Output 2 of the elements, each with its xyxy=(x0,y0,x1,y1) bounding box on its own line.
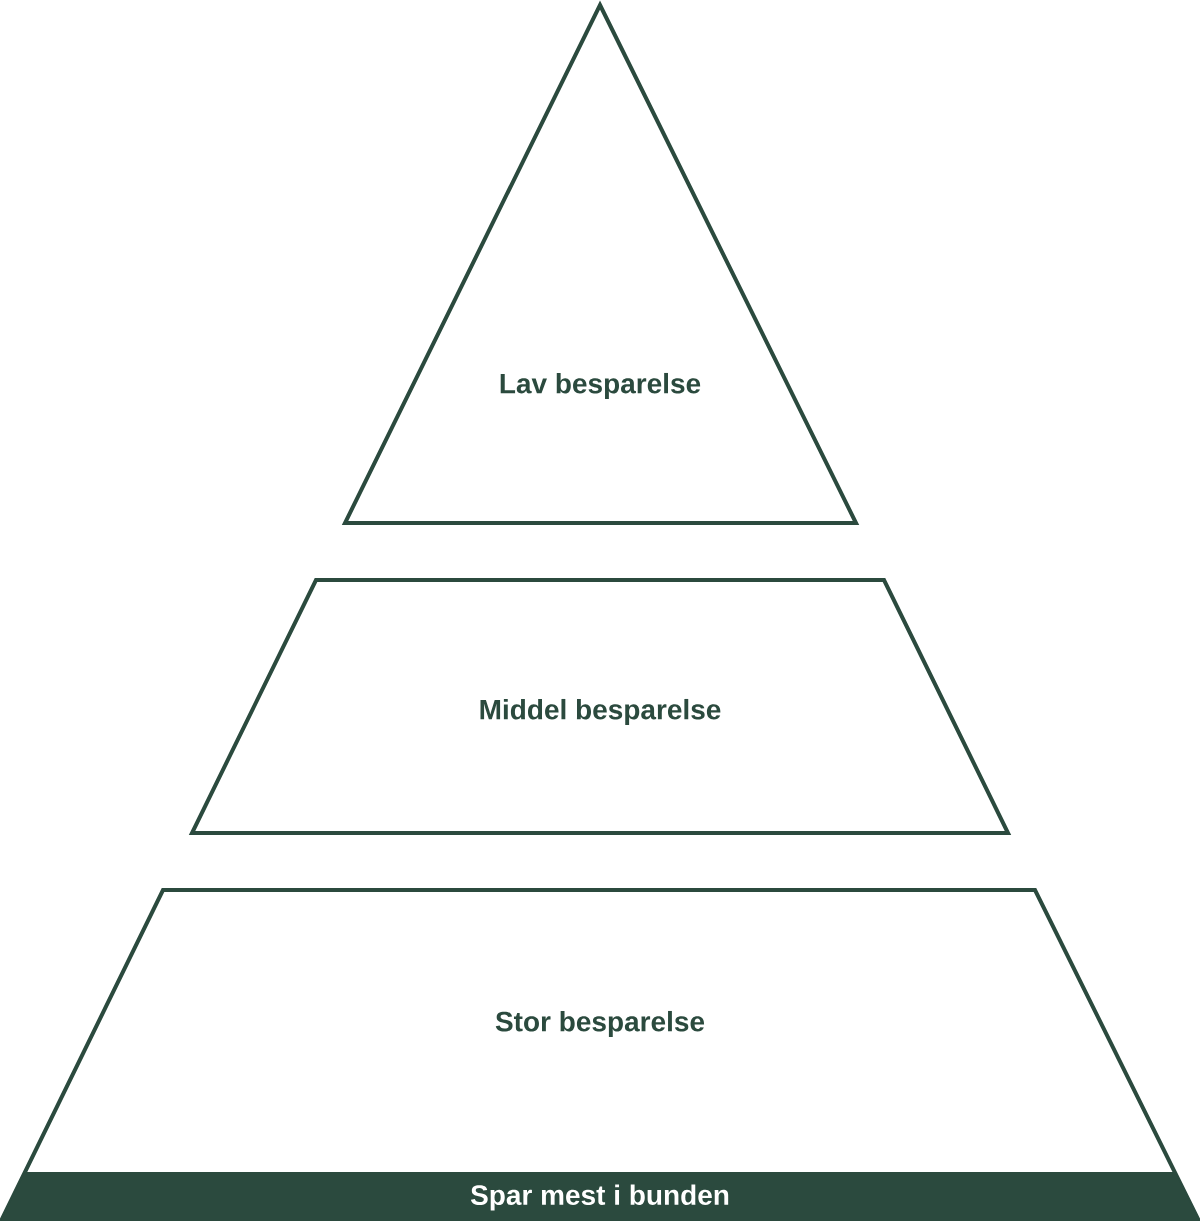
base-band: Spar mest i bunden xyxy=(1,1172,1199,1221)
node-label: Spar mest i bunden xyxy=(470,1184,729,1211)
